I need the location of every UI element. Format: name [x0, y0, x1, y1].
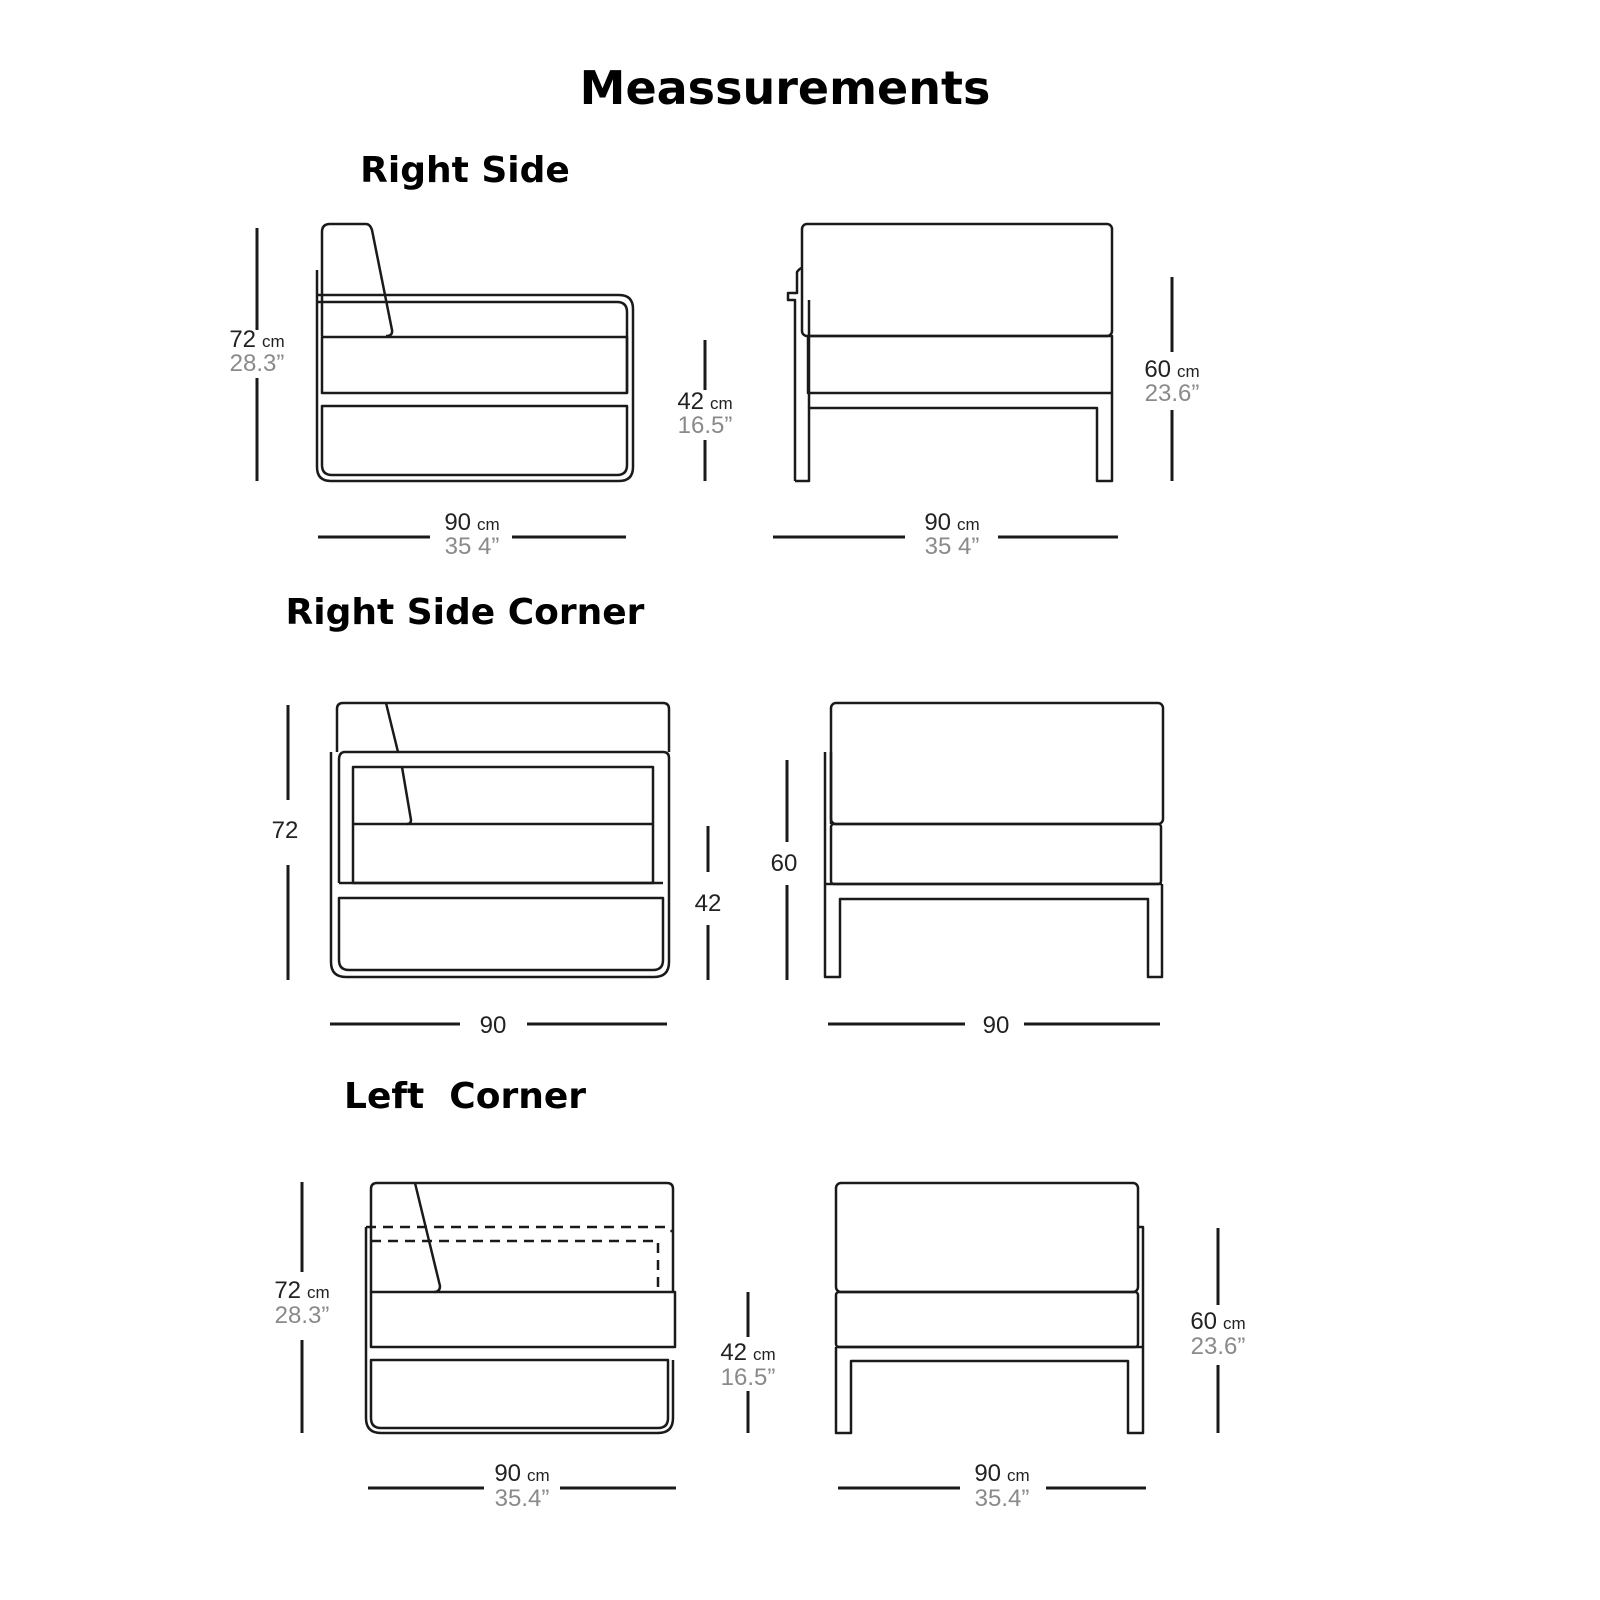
svg-text:35.4”: 35.4” [495, 1485, 550, 1512]
svg-text:16.5”: 16.5” [721, 1364, 776, 1391]
section-right-side-corner: Right Side Corner 72 42 90 [272, 592, 1165, 1039]
svg-text:35 4”: 35 4” [445, 533, 500, 560]
svg-text:35 4”: 35 4” [925, 533, 980, 560]
svg-text:28.3”: 28.3” [275, 1302, 330, 1329]
svg-text:90: 90 [480, 1012, 507, 1039]
svg-text:60: 60 [771, 850, 798, 877]
svg-text:23.6”: 23.6” [1145, 380, 1200, 407]
width-dimension: 90 [330, 1012, 667, 1039]
svg-text:23.6”: 23.6” [1191, 1333, 1246, 1360]
page-title: Meassurements [580, 61, 991, 115]
front-view-drawing [786, 222, 1114, 483]
section-title: Left Corner [344, 1076, 586, 1117]
svg-text:90: 90 [983, 1012, 1010, 1039]
svg-text:28.3”: 28.3” [230, 350, 285, 377]
side-view-drawing [364, 1181, 677, 1435]
svg-text:72: 72 [272, 817, 299, 844]
front-view-drawing [823, 701, 1165, 979]
svg-text:16.5”: 16.5” [678, 412, 733, 439]
front-width-dimension: 90 [828, 1012, 1160, 1039]
seat-height-dimension: 42 [695, 826, 722, 980]
front-height-dimension: 60 [771, 760, 798, 980]
side-view-drawing [315, 222, 635, 483]
section-title: Right Side [360, 150, 570, 191]
svg-text:35.4”: 35.4” [975, 1485, 1030, 1512]
side-view-drawing [329, 701, 671, 979]
front-view-drawing [834, 1181, 1145, 1435]
height-dimension: 72 [272, 705, 299, 980]
svg-text:42: 42 [695, 890, 722, 917]
section-title: Right Side Corner [286, 592, 645, 633]
